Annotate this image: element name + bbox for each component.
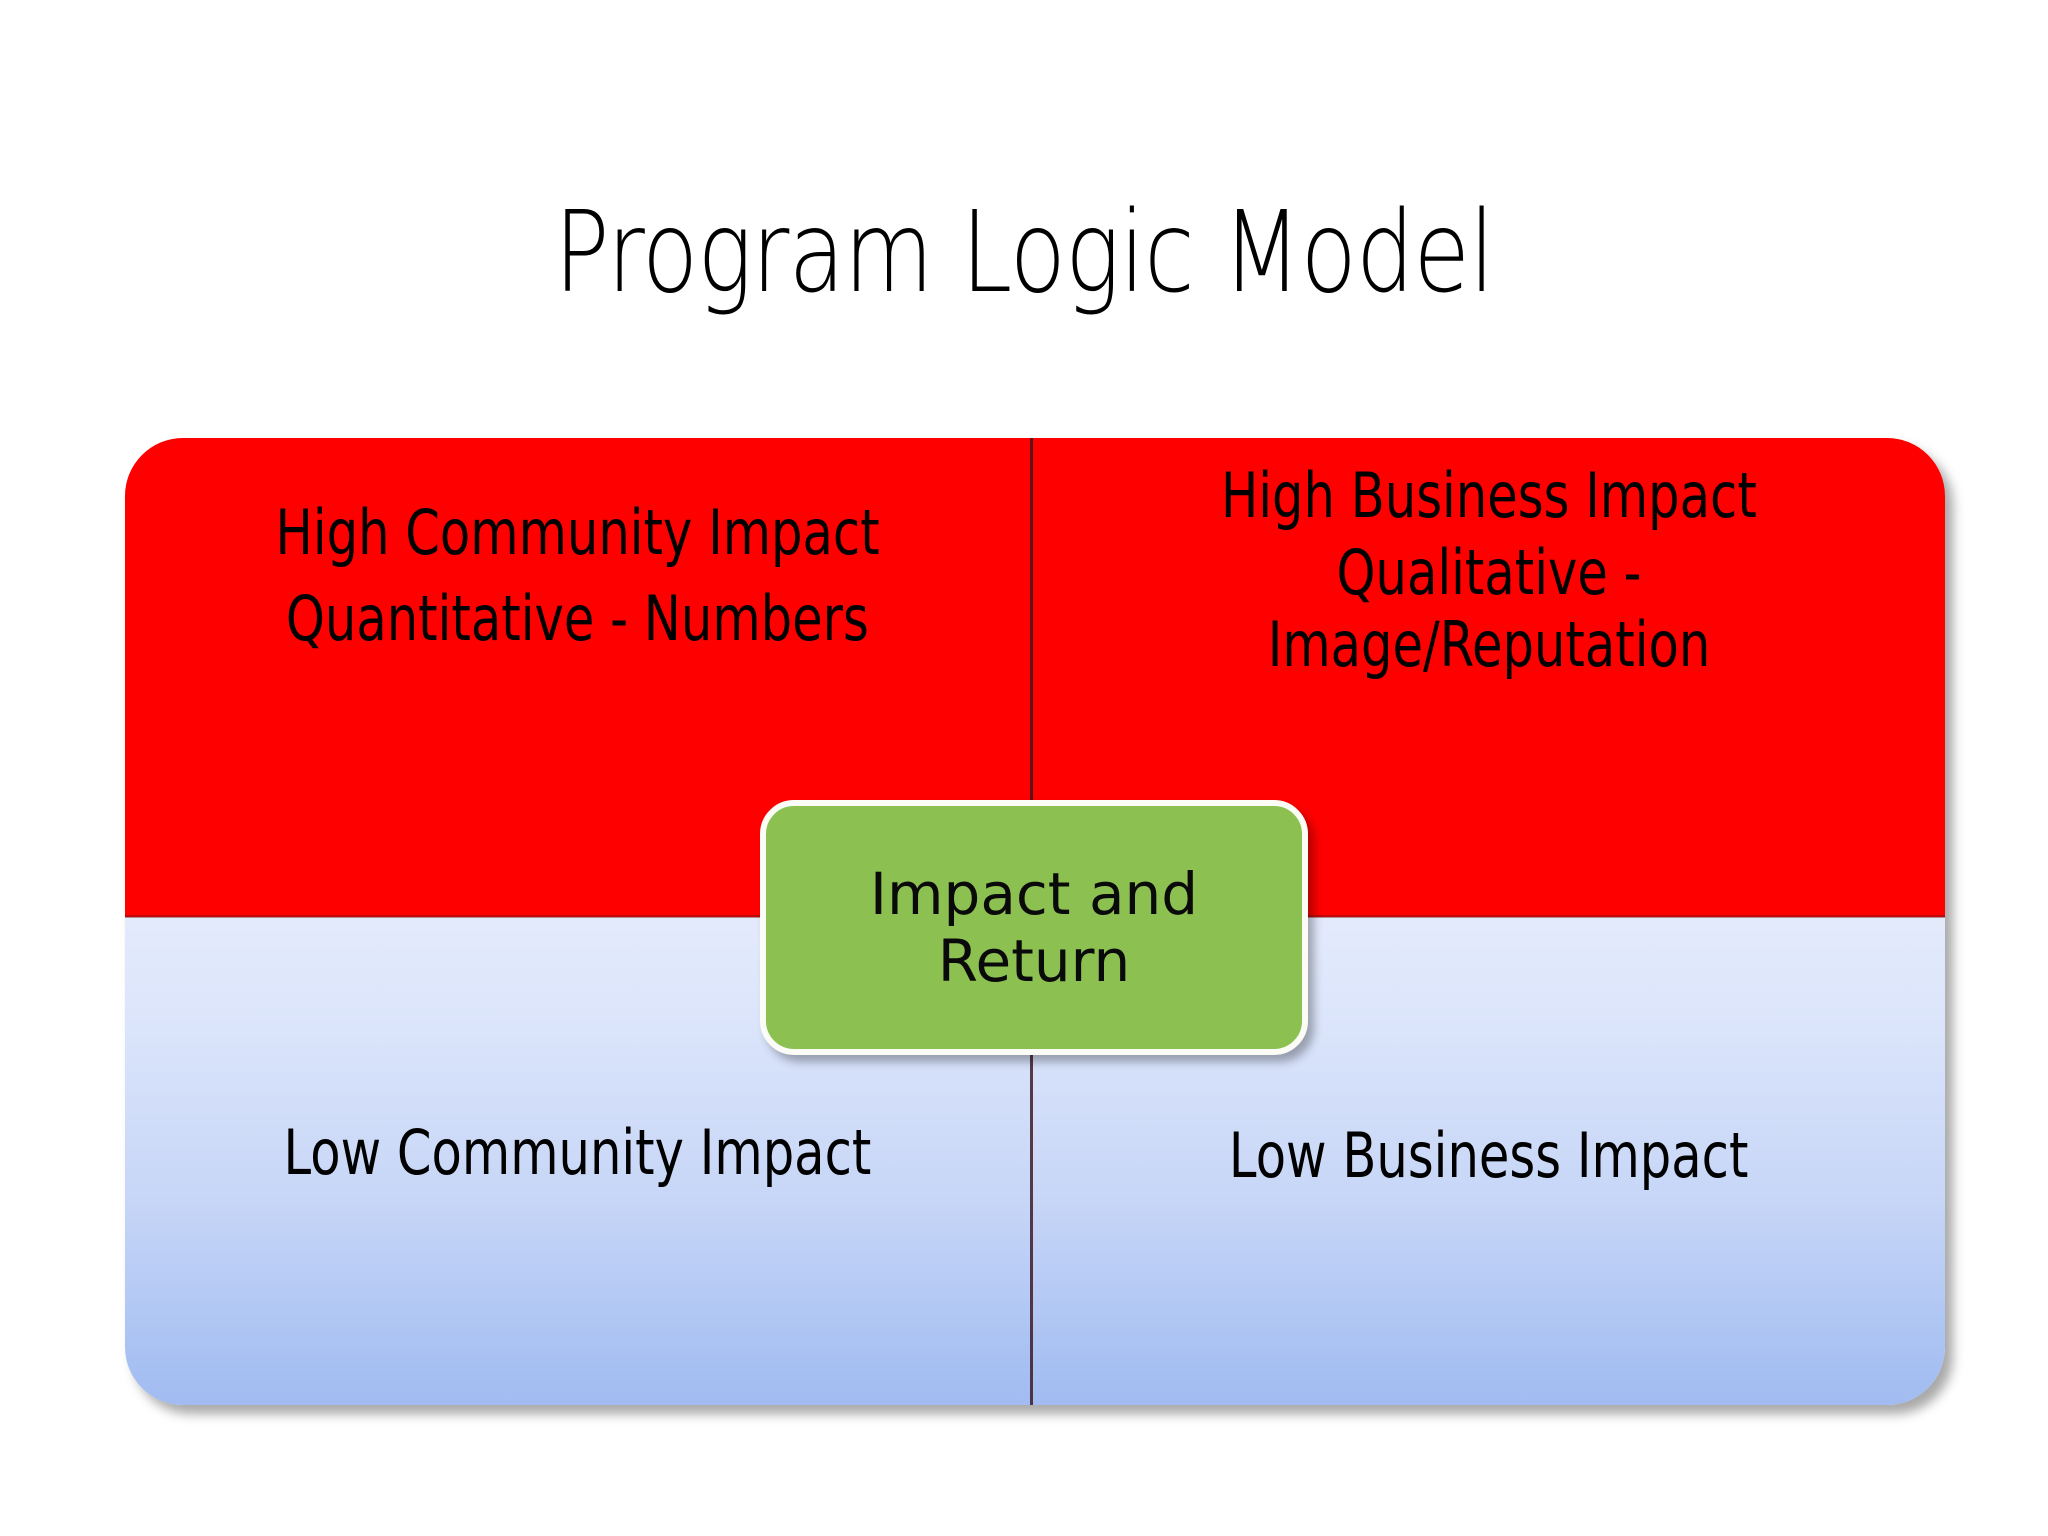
quadrant-low-business-impact[interactable]: Low Business Impact [1033,917,1945,1405]
quadrant-high-business-impact[interactable]: High Business Impact Qualitative - Image… [1033,438,1945,917]
callout-line-1: Impact and [869,860,1199,929]
quadrant-tr-heading: High Business Impact [1221,459,1757,532]
quadrant-tr-subtext: Qualitative - Image/Reputation [1267,535,1711,681]
quadrant-low-community-impact[interactable]: Low Community Impact [125,917,1030,1405]
page-title: Program Logic Model [554,188,1495,319]
quadrant-tl-subtext: Quantitative - Numbers [286,581,869,655]
quadrant-high-community-impact[interactable]: High Community Impact Quantitative - Num… [125,438,1030,917]
quadrant-tl-heading: High Community Impact [275,496,880,569]
quadrant-bl-heading: Low Community Impact [283,1115,872,1189]
quadrant-br-heading: Low Business Impact [1229,1118,1749,1192]
impact-return-matrix: High Community Impact Quantitative - Num… [125,438,1945,1405]
center-callout-impact-and-return[interactable]: Impact and Return [760,800,1308,1055]
callout-line-2: Return [937,926,1131,995]
